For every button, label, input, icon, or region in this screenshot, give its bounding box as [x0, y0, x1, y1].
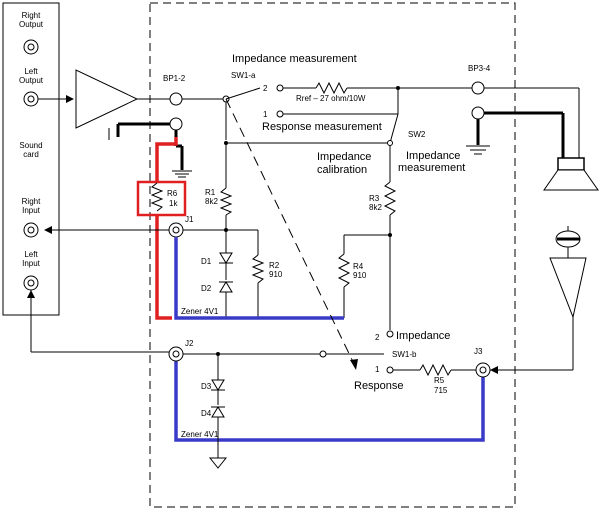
r2-resistor	[251, 254, 265, 284]
d1-label: D1	[201, 257, 212, 266]
red-path-top	[155, 137, 178, 182]
j1-label: J1	[185, 215, 194, 224]
left-input-label-1: Left	[24, 250, 38, 259]
response-measurement-label: Response measurement	[262, 121, 382, 133]
zener-top-label: Zener 4V1	[181, 307, 219, 316]
right-output-label-1: Right	[22, 11, 41, 20]
r5-label: R5	[434, 376, 445, 385]
r1-resistor	[219, 187, 233, 216]
r6-resistor	[150, 182, 164, 212]
bp12-label: BP1-2	[163, 74, 186, 83]
d4-diode	[211, 406, 225, 418]
r5-resistor	[419, 363, 452, 377]
speaker-icon	[557, 157, 585, 171]
r1-label: R1	[205, 188, 216, 197]
arrow-icon	[44, 226, 52, 234]
r4-label: R4	[353, 262, 364, 271]
bp4-terminal	[471, 106, 485, 120]
d2-diode	[219, 281, 233, 293]
d2-label: D2	[201, 284, 212, 293]
left-input-label-2: Input	[22, 259, 41, 268]
impedance-measurement-sw2-2: measurement	[398, 162, 465, 174]
sw2-label: SW2	[408, 130, 426, 139]
r6-highlight-box	[136, 180, 187, 217]
right-input-label-1: Right	[22, 197, 41, 206]
bp2-terminal	[169, 117, 183, 131]
sound-card-title-2: card	[23, 150, 39, 159]
r2-value: 910	[269, 270, 283, 279]
enclosure-box	[149, 2, 516, 508]
amplifier-symbol	[75, 69, 139, 129]
switch-link-dashed	[225, 98, 357, 369]
impedance-label: Impedance	[396, 330, 450, 342]
red-path-bottom	[155, 215, 172, 320]
sw1a-label: SW1-a	[231, 71, 256, 80]
r6-label: R6	[167, 189, 178, 198]
impedance-measurement-label: Impedance measurement	[232, 53, 357, 65]
sw1a-lever	[225, 87, 261, 100]
sw2-lever	[389, 113, 399, 144]
sound-card-title-1: Sound	[19, 141, 42, 150]
arrow-icon	[66, 95, 74, 103]
bp34-label: BP3-4	[468, 64, 491, 73]
impedance-calibration-1: Impedance	[317, 151, 371, 163]
r3-label: R3	[369, 194, 380, 203]
r5-value: 715	[434, 386, 448, 395]
r2-label: R2	[269, 261, 280, 270]
impedance-measurement-sw2-1: Impedance	[406, 150, 460, 162]
r4-value: 910	[353, 271, 367, 280]
arrow-icon	[27, 290, 35, 298]
svg-text:2: 2	[263, 84, 268, 93]
r1-value: 8k2	[205, 197, 218, 206]
d3-diode	[211, 379, 225, 391]
right-output-label-2: Output	[19, 20, 44, 29]
ground-icon	[208, 457, 228, 469]
left-output-label-2: Output	[19, 76, 44, 85]
rref-label: Rref – 27 ohm/10W	[296, 94, 366, 103]
d4-label: D4	[201, 409, 212, 418]
zener-bottom-label: Zener 4V1	[181, 430, 219, 439]
d1-diode	[219, 252, 233, 264]
j2-label: J2	[185, 339, 194, 348]
left-output-label-1: Left	[24, 67, 38, 76]
svg-text:2: 2	[375, 333, 380, 342]
rref-resistor	[315, 81, 348, 95]
svg-text:1: 1	[263, 110, 268, 119]
sw1b-common	[319, 350, 327, 358]
response-label: Response	[354, 380, 404, 392]
j3-label: J3	[474, 347, 483, 356]
svg-text:1: 1	[375, 365, 380, 374]
sw1b-label: SW1-b	[392, 350, 417, 359]
r3-resistor	[383, 181, 397, 216]
impedance-calibration-2: calibration	[317, 164, 367, 176]
r3-value: 8k2	[369, 203, 382, 212]
bp3-terminal	[471, 81, 485, 95]
d3-label: D3	[201, 382, 212, 391]
r4-resistor	[337, 253, 351, 288]
blue-path-top	[174, 237, 344, 320]
arrow-icon	[490, 366, 498, 374]
blue-path-bottom	[174, 361, 485, 442]
r6-value: 1k	[169, 199, 178, 208]
bp1-terminal	[169, 92, 183, 106]
right-input-label-2: Input	[22, 206, 41, 215]
